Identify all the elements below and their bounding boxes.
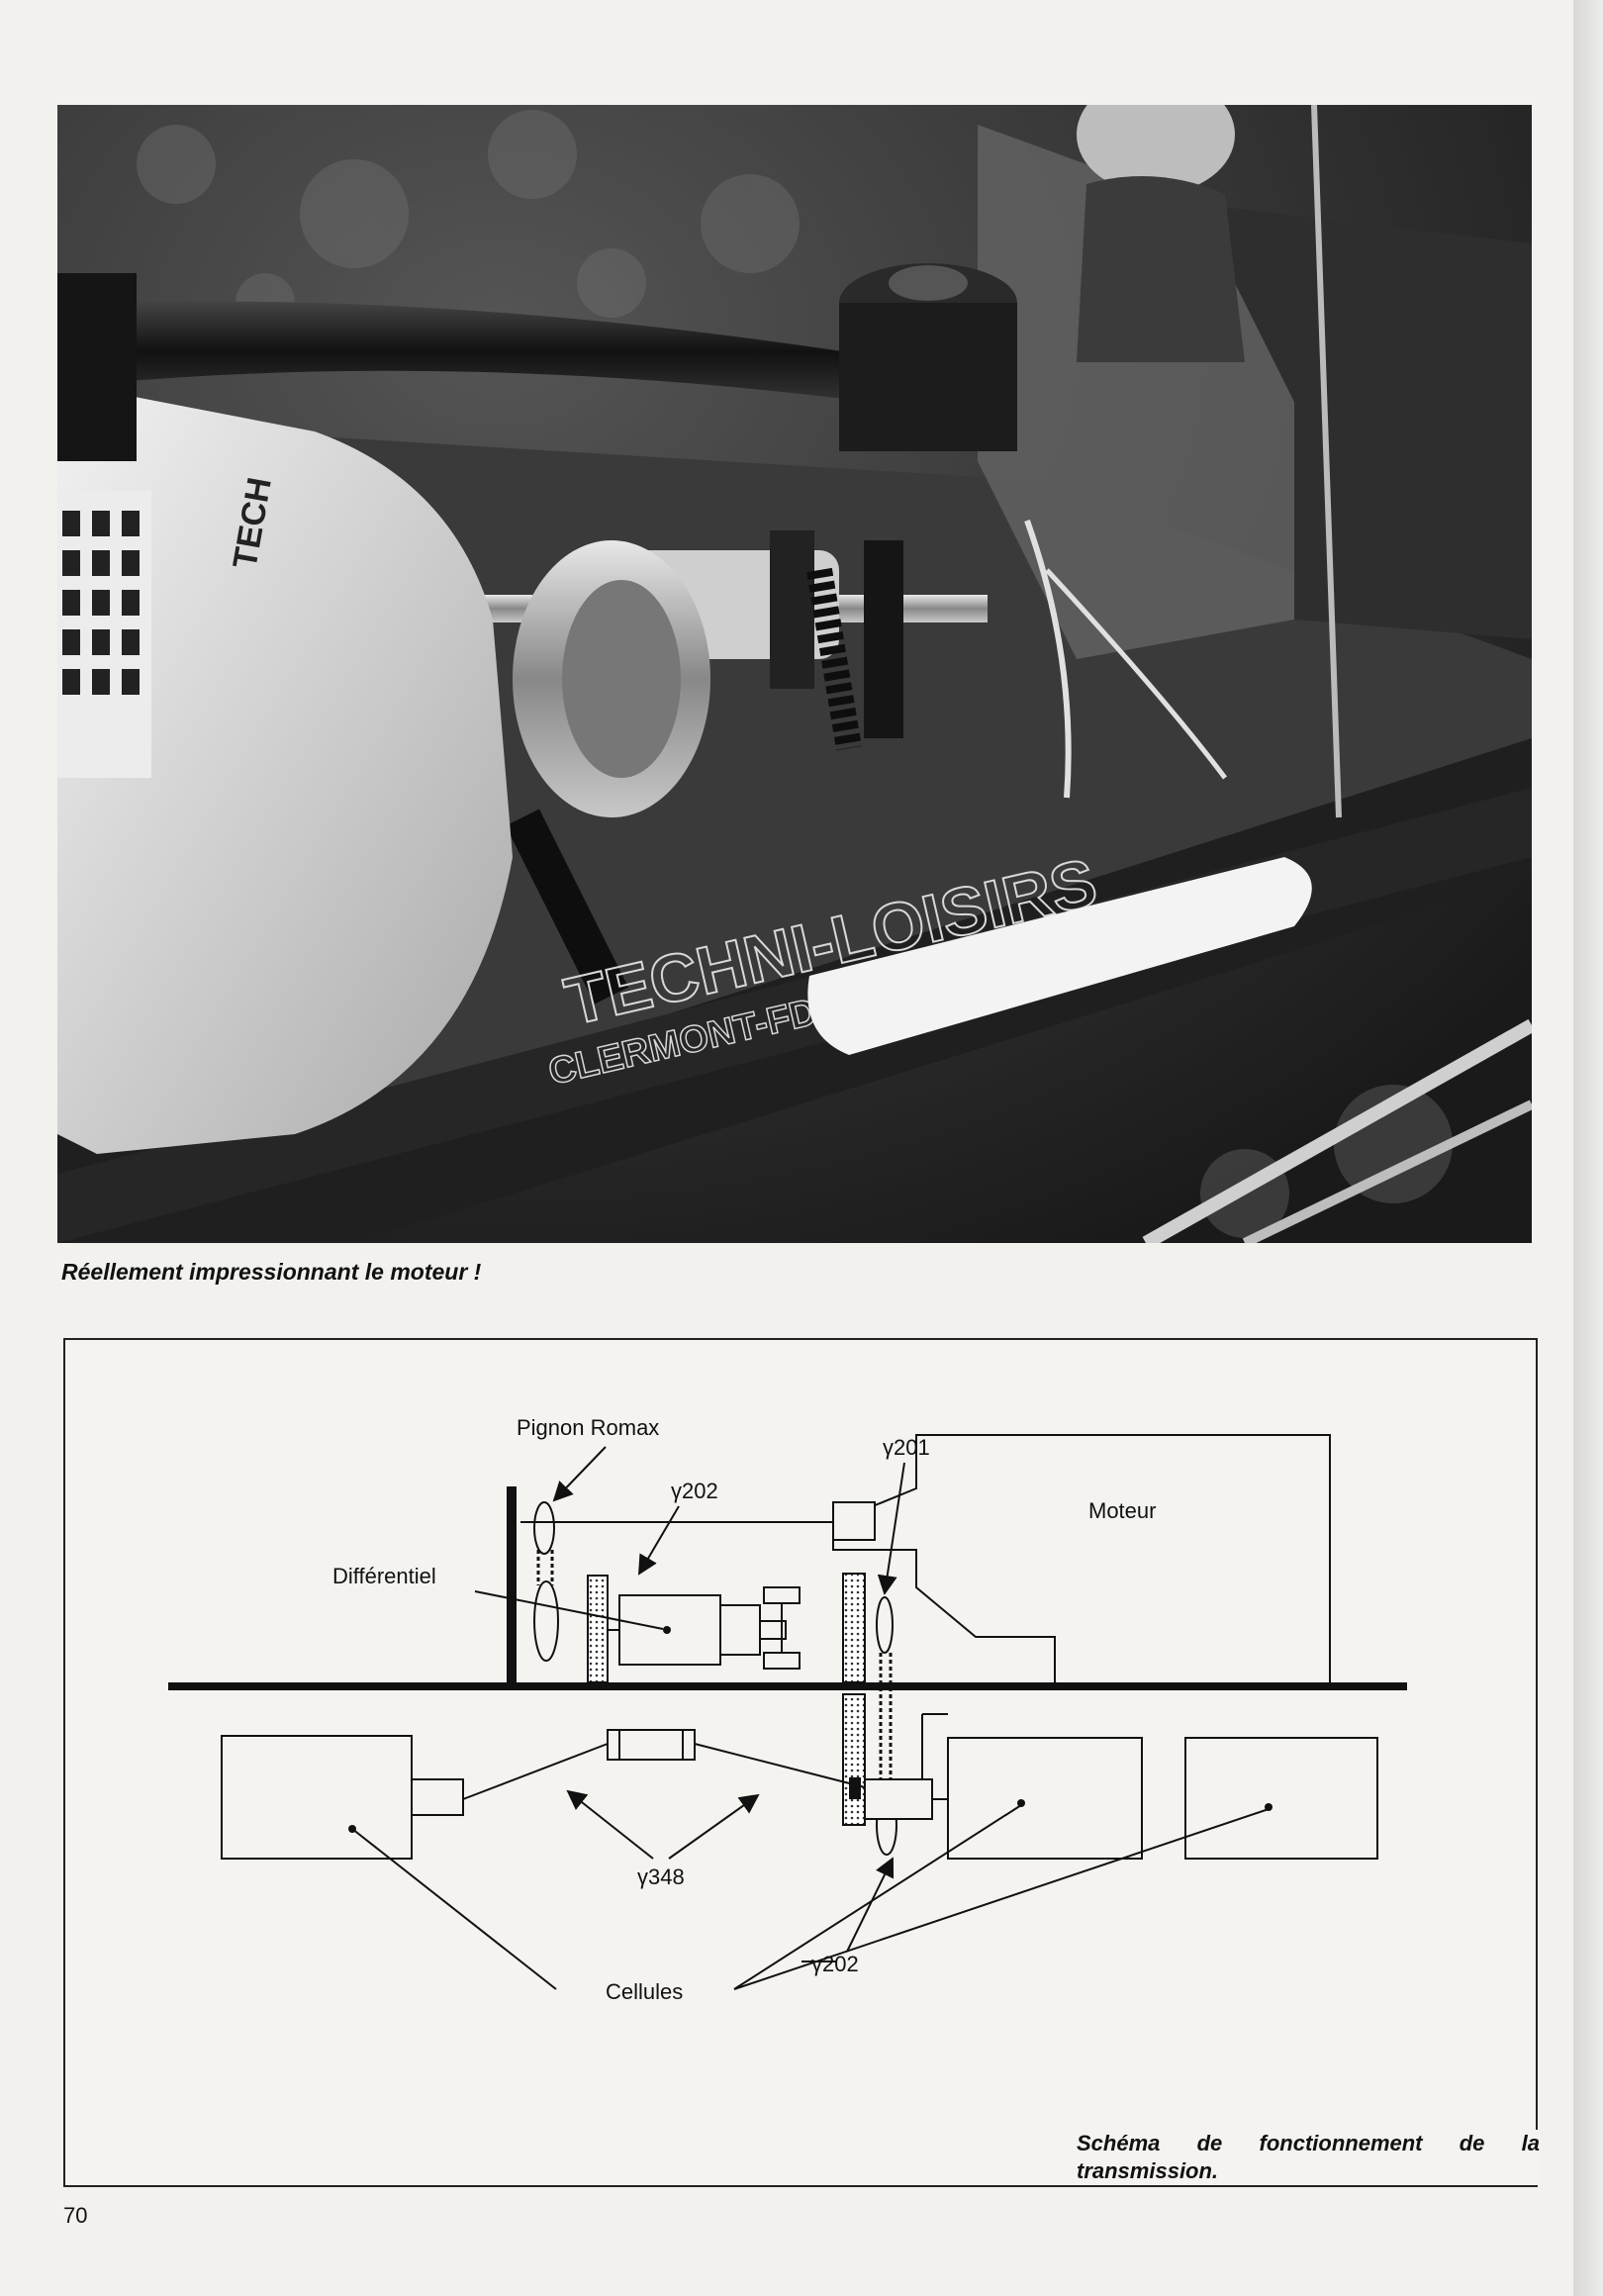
page-number: 70 (63, 2203, 88, 2228)
label-moteur: Moteur (1088, 1498, 1156, 1523)
link-y348 (607, 1729, 696, 1761)
cell-right (1184, 1737, 1378, 1860)
left-bulkhead (507, 1486, 517, 1682)
hull-line (168, 1682, 1407, 1690)
bearing-block-right-top (842, 1573, 866, 1683)
diagram-caption-line2: transmission. (1077, 2158, 1219, 2183)
label-pignon-romax: Pignon Romax (517, 1415, 659, 1440)
motor-output-hub (832, 1501, 876, 1541)
bearing-block-right-bottom (842, 1693, 866, 1826)
cell-left (221, 1735, 413, 1860)
photo-caption: Réellement impressionnant le moteur ! (61, 1259, 482, 1285)
label-y201: γ201 (883, 1435, 930, 1460)
bearing-block-left (587, 1575, 609, 1683)
motor-outline (832, 1434, 1331, 1687)
diagram-caption-line1: Schéma de fonctionnement de la (1077, 2131, 1540, 2155)
label-y348: γ348 (637, 1865, 685, 1889)
shaft-coupler (864, 1778, 933, 1820)
label-differentiel: Différentiel (332, 1564, 436, 1588)
label-y202-top: γ202 (671, 1479, 718, 1503)
cell-middle (947, 1737, 1143, 1860)
engine-photo: TECH TECHNI-LOISIRS CLERMONT-FD (57, 105, 1532, 1243)
label-cellules: Cellules (606, 1979, 683, 2004)
diagram-caption: Schéma de fonctionnement de la transmiss… (1077, 2130, 1540, 2185)
transmission-diagram: Pignon Romax γ202 γ201 Moteur Différenti… (63, 1338, 1538, 2187)
page-edge (1573, 0, 1603, 2296)
